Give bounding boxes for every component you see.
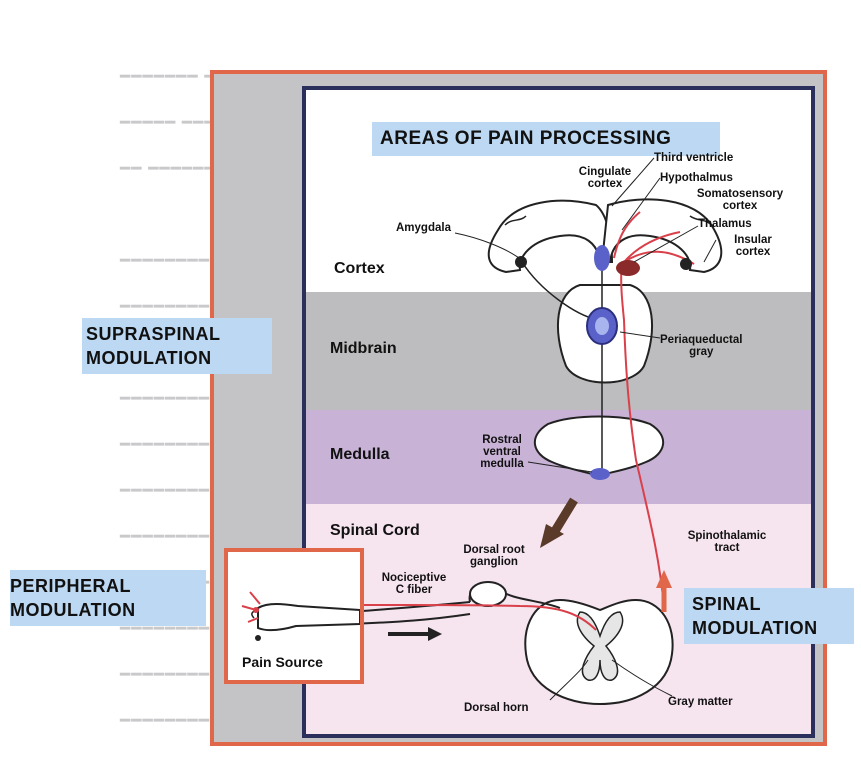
- supraspinal-modulation-box: SUPRASPINAL MODULATION: [82, 318, 272, 374]
- supraspinal-modulation-label: SUPRASPINAL MODULATION: [86, 322, 221, 370]
- label-nociceptive-c-fiber: Nociceptive C fiber: [372, 572, 456, 596]
- label-cingulate-line2: cortex: [570, 178, 640, 190]
- thalamus-marker-blue: [594, 245, 610, 271]
- label-somatosensory-line1: Somatosensory: [682, 188, 798, 200]
- label-insular-line1: Insular: [718, 234, 788, 246]
- amygdala-marker: [515, 256, 527, 268]
- label-hypothalmus: Hypothalmus: [660, 172, 733, 184]
- label-cingulate-cortex: Cingulate cortex: [570, 166, 640, 190]
- label-gray-matter: Gray matter: [668, 696, 733, 708]
- label-insular-line2: cortex: [718, 246, 788, 258]
- label-insular-cortex: Insular cortex: [718, 234, 788, 258]
- peripheral-modulation-box: PERIPHERAL MODULATION: [10, 570, 206, 626]
- level-midbrain: Midbrain: [330, 340, 397, 358]
- thalamus-marker: [616, 260, 640, 276]
- label-rostral-line1: Rostral: [470, 434, 534, 446]
- spinal-modulation-label: SPINAL MODULATION: [692, 592, 818, 640]
- spinal-line2: MODULATION: [692, 616, 818, 640]
- peripheral-line1: PERIPHERAL: [10, 574, 136, 598]
- cortex-left-hemisphere: [489, 201, 612, 272]
- level-spinal-cord: Spinal Cord: [330, 522, 420, 540]
- level-medulla: Medulla: [330, 446, 390, 464]
- nerve-fiber: [350, 602, 470, 612]
- label-somatosensory-cortex: Somatosensory cortex: [682, 188, 798, 212]
- label-spinothalamic-line2: tract: [672, 542, 782, 554]
- label-dorsal-root-ganglion: Dorsal root ganglion: [452, 544, 536, 568]
- title-box: AREAS OF PAIN PROCESSING: [372, 122, 720, 156]
- peripheral-modulation-label: PERIPHERAL MODULATION: [10, 574, 136, 622]
- supraspinal-line1: SUPRASPINAL: [86, 322, 221, 346]
- label-spinothalamic-line1: Spinothalamic: [672, 530, 782, 542]
- label-rostral-line3: medulla: [470, 458, 534, 470]
- label-nociceptive-line1: Nociceptive: [372, 572, 456, 584]
- label-rostral-ventral-medulla: Rostral ventral medulla: [470, 434, 534, 470]
- peripheral-line2: MODULATION: [10, 598, 136, 622]
- label-rostral-line2: ventral: [470, 446, 534, 458]
- label-dorsal-root-line1: Dorsal root: [452, 544, 536, 556]
- label-dorsal-horn: Dorsal horn: [464, 702, 529, 714]
- label-periaqueductal-line1: Periaqueductal: [660, 334, 742, 346]
- label-amygdala: Amygdala: [396, 222, 451, 234]
- supraspinal-line2: MODULATION: [86, 346, 221, 370]
- label-thalamus: Thalamus: [698, 218, 752, 230]
- label-periaqueductal-gray: Periaqueductal gray: [660, 334, 742, 358]
- pain-source-box: Pain Source: [224, 548, 364, 684]
- medulla-shape: [535, 417, 663, 477]
- label-somatosensory-line2: cortex: [682, 200, 798, 212]
- label-cingulate-line1: Cingulate: [570, 166, 640, 178]
- pain-source-label: Pain Source: [242, 654, 323, 670]
- spinal-modulation-box: SPINAL MODULATION: [684, 588, 854, 644]
- label-third-ventricle: Third ventricle: [654, 152, 733, 164]
- level-cortex: Cortex: [334, 260, 385, 278]
- label-periaqueductal-line2: gray: [660, 346, 742, 358]
- rostral-ventral-medulla-marker: [590, 468, 610, 480]
- label-spinothalamic-tract: Spinothalamic tract: [672, 530, 782, 554]
- spinal-line1: SPINAL: [692, 592, 818, 616]
- dorsal-root-ganglion-body: [470, 582, 506, 606]
- label-nociceptive-line2: C fiber: [372, 584, 456, 596]
- diagram-title: AREAS OF PAIN PROCESSING: [380, 128, 671, 150]
- label-dorsal-root-line2: ganglion: [452, 556, 536, 568]
